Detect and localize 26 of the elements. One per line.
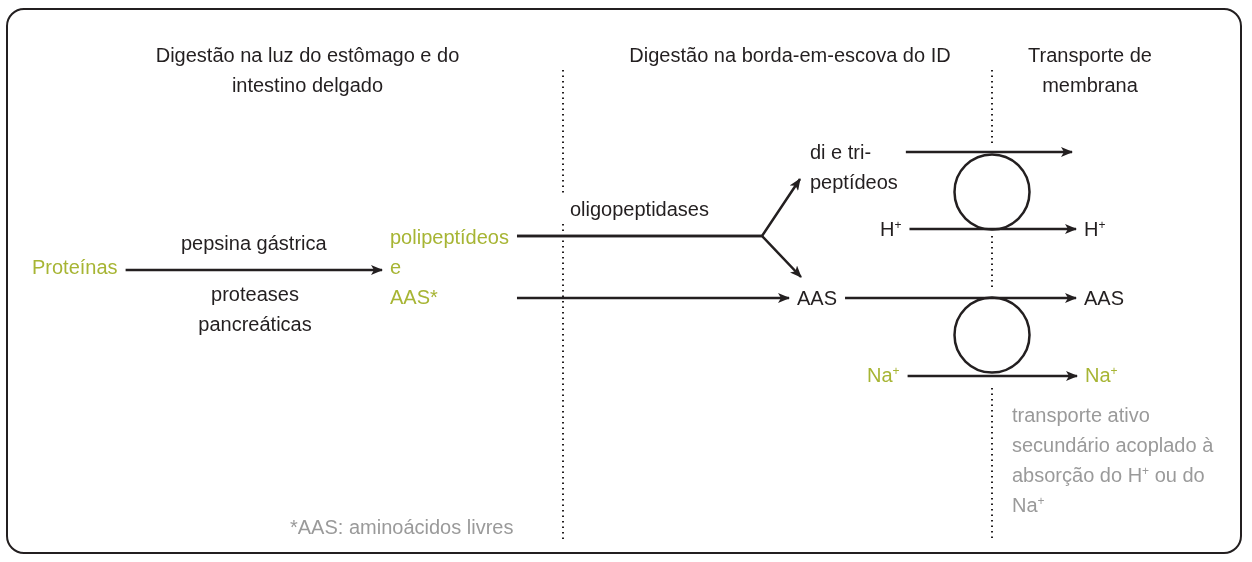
node-text: AAS [797,286,839,311]
note-text: transporte ativo secundário acoplado à absorção do H$^{+}$ ou do Na$^{+}$ [1012,403,1215,518]
enzyme-label: proteases pancreáticas [197,282,313,337]
node-text: Na$^{+}$ [1085,362,1119,388]
section-heading: Digestão na luz do estômago e do intestino delgado [154,43,461,98]
node-text: AAS* [390,285,439,310]
arrow [125,265,383,275]
node-text: e [390,255,403,280]
node-text: polipeptídeos [390,225,510,250]
arrow [907,371,1078,381]
carrier-circle [953,296,1031,374]
section-heading: Transporte de membrana [1027,43,1153,98]
carrier-circle [953,153,1031,231]
note-text: *AAS: aminoácidos livres [290,515,515,540]
node-text: H$^{+}$ [880,216,903,242]
arrow [845,293,1077,303]
node-text: Proteínas [32,255,119,280]
section-heading: Digestão na borda-em-escova do ID [628,43,952,68]
arrow [905,147,1073,157]
node-text: H$^{+}$ [1084,216,1107,242]
node-text: AAS [1084,286,1126,311]
arrow [517,293,790,303]
arrow [909,224,1077,234]
node-text: Na$^{+}$ [867,362,901,388]
node-text: di e tri-peptídeos [810,140,899,195]
arrow [517,234,802,278]
